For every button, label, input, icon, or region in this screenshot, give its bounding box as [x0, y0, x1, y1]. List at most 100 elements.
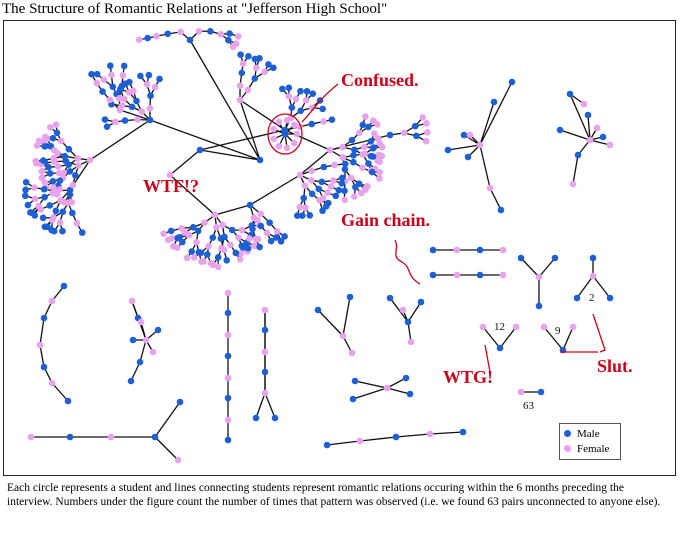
female-student-node — [251, 242, 258, 250]
female-student-node — [170, 243, 177, 250]
male-student-node — [341, 166, 349, 173]
male-student-node — [21, 192, 29, 200]
female-student-node — [339, 143, 346, 151]
female-student-node — [252, 235, 260, 243]
female-student-node — [48, 297, 56, 305]
female-student-node — [138, 108, 146, 115]
female-student-node — [205, 242, 212, 250]
female-student-node — [517, 388, 525, 396]
male-student-node — [27, 209, 34, 216]
female-student-node — [341, 196, 348, 204]
male-student-node — [78, 229, 86, 236]
male-student-node — [61, 152, 69, 160]
relation-edge — [569, 93, 591, 141]
male-student-node — [413, 132, 420, 140]
female-student-node — [252, 64, 260, 72]
male-student-node — [127, 377, 135, 385]
female-student-node — [57, 137, 65, 145]
female-student-node — [30, 184, 38, 191]
relation-edge — [130, 361, 141, 382]
count-star: 2 — [589, 292, 595, 304]
male-student-node — [126, 78, 133, 86]
female-student-node — [143, 81, 151, 88]
male-student-node — [279, 85, 286, 93]
female-student-node — [86, 156, 94, 164]
male-student-node — [93, 70, 101, 78]
female-student-node — [250, 214, 258, 222]
female-student-node — [290, 121, 298, 129]
male-student-node — [45, 163, 52, 171]
relation-edge — [559, 129, 591, 141]
relation-edge — [154, 401, 181, 438]
female-student-node — [283, 144, 291, 152]
female-student-node — [93, 79, 101, 87]
male-student-node — [40, 185, 48, 193]
relation-edge — [189, 39, 261, 161]
relation-edge — [317, 309, 344, 337]
female-student-node — [119, 72, 127, 79]
female-student-node — [120, 95, 128, 103]
male-student-node — [53, 129, 61, 137]
female-student-node — [106, 96, 114, 104]
female-student-node — [174, 456, 182, 464]
relation-edge — [538, 257, 556, 278]
female-student-node — [356, 437, 364, 445]
female-student-node — [376, 140, 383, 147]
male-student-node — [351, 146, 358, 154]
relation-edge — [239, 99, 261, 161]
female-student-node — [275, 142, 283, 150]
male-student-node — [224, 394, 232, 402]
relation-edge — [543, 326, 564, 351]
female-student-node — [219, 221, 226, 229]
female-student-node — [193, 238, 200, 246]
male-student-node — [239, 244, 247, 251]
male-student-node — [352, 183, 359, 191]
male-student-node — [314, 306, 322, 314]
female-student-node — [38, 174, 46, 182]
female-student-node — [57, 197, 64, 204]
male-dot-icon — [564, 430, 571, 437]
male-student-node — [315, 185, 323, 193]
male-student-node — [189, 223, 197, 231]
female-student-node — [362, 113, 369, 120]
male-student-node — [369, 145, 377, 152]
female-student-node — [190, 254, 198, 261]
male-student-node — [237, 51, 244, 58]
male-student-node — [285, 84, 293, 92]
relation-edge — [479, 144, 491, 189]
female-student-node — [224, 416, 232, 424]
male-student-node — [107, 62, 114, 70]
male-student-node — [318, 178, 326, 186]
annotation-gain-chain: Gain chain. — [341, 210, 430, 230]
male-student-node — [490, 98, 498, 106]
male-student-node — [48, 226, 55, 234]
female-student-node — [347, 174, 355, 182]
male-student-node — [49, 177, 57, 185]
female-student-node — [273, 228, 281, 235]
female-student-node — [569, 323, 577, 331]
male-student-node — [297, 87, 304, 95]
male-student-node — [417, 298, 425, 306]
male-student-node — [349, 395, 357, 403]
female-student-node — [499, 271, 507, 279]
female-student-node — [316, 196, 323, 204]
relation-edge — [395, 433, 431, 438]
male-student-node — [214, 254, 222, 261]
male-student-node — [49, 134, 57, 142]
male-student-node — [606, 294, 614, 302]
female-student-node — [324, 189, 331, 197]
relation-edge — [169, 149, 201, 176]
male-student-node — [245, 52, 252, 60]
relation-edge — [255, 392, 266, 419]
female-student-node — [361, 150, 368, 158]
male-student-node — [246, 201, 254, 209]
female-student-node — [32, 157, 40, 165]
relation-edge — [386, 377, 407, 389]
male-student-node — [257, 222, 265, 230]
female-student-node — [54, 163, 62, 170]
female-student-node — [149, 348, 157, 356]
female-student-node — [339, 154, 347, 161]
male-student-node — [589, 254, 597, 262]
male-student-node — [386, 131, 394, 139]
female-student-node — [244, 86, 252, 94]
